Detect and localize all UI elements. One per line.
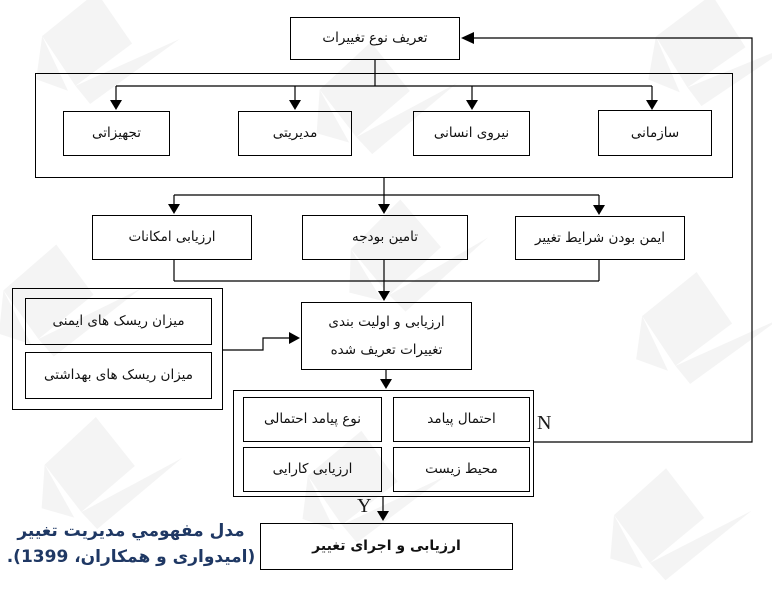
node-environment: محیط زیست [393,447,530,492]
node-health-risk-level: میزان ریسک های بهداشتی [25,352,212,399]
node-evaluate-prioritize-line1: ارزیابی و اولیت بندی [328,314,445,331]
node-equipment: تجهیزاتی [63,111,170,156]
node-organizational: سازمانی [598,110,712,156]
node-safe-conditions: ایمن بودن شرایط تغییر [515,216,685,260]
node-evaluate-prioritize-line2: تغییرات تعریف شده [330,341,443,358]
node-facilities-assessment: ارزیابی امکانات [92,215,252,260]
node-consequence-type: نوع پیامد احتمالی [243,397,382,442]
node-efficiency-evaluation: ارزیابی کارایی [243,447,382,492]
node-evaluate-prioritize: ارزیابی و اولیت بندی تغییرات تعریف شده [301,302,472,370]
figure-caption-line2: (امیدواری و همکاران، 1399). [6,546,256,567]
node-managerial: مدیریتی [238,111,352,156]
node-human-resources: نیروی انسانی [413,111,530,156]
node-budget-provision: تامین بودجه [302,215,468,260]
figure-caption: مدل مفهومي مدیریت تغییر (امیدواری و همکا… [2,519,260,570]
node-consequence-probability: احتمال پیامد [393,397,530,442]
figure-caption-line1: مدل مفهومي مدیریت تغییر [17,521,245,541]
node-evaluate-execute-change: ارزیابی و اجرای تغییر [260,523,513,570]
node-define-changes: تعریف نوع تغییرات [290,17,460,60]
branch-label-yes: Y [357,495,372,517]
branch-label-no: N [537,412,552,434]
node-safety-risk-level: میزان ریسک های ایمنی [25,298,212,345]
